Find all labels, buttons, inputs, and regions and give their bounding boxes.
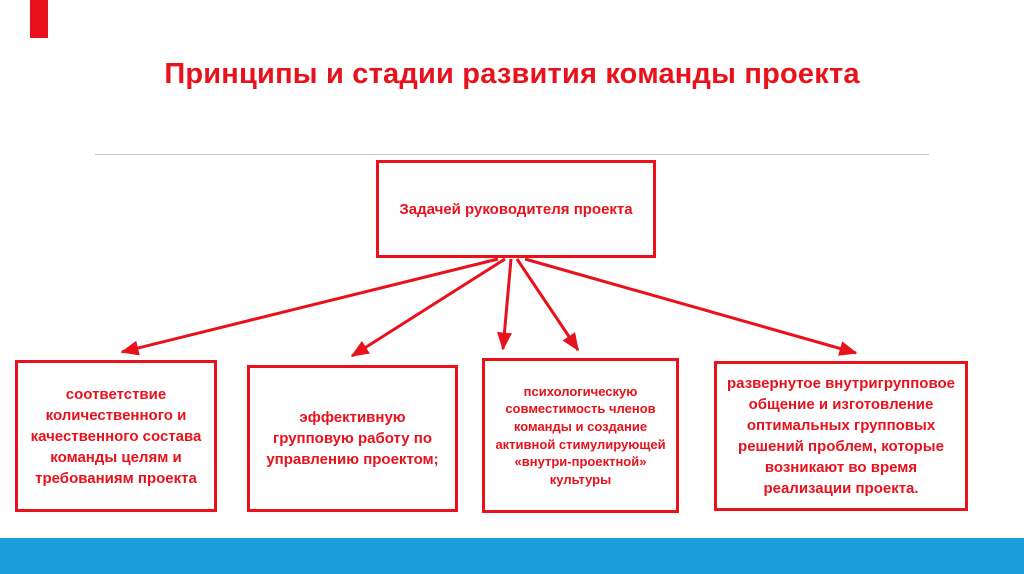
diagram-box-team-composition: соответствие количественного и качествен… [15, 360, 217, 512]
slide-title: Принципы и стадии развития команды проек… [164, 58, 860, 90]
diagram-root-box: Задачей руководителя проекта [376, 160, 656, 258]
diagram-box-label: эффективную групповую работу по управлен… [266, 409, 439, 468]
diagram-box-label: развернутое внутригрупповое общение и из… [727, 375, 955, 497]
diagram-box-psych-compatibility: психологическую совместимость членов ком… [482, 358, 679, 513]
arrow-to-box-1 [120, 257, 499, 356]
diagram-box-intragroup-communication: развернутое внутригрупповое общение и из… [714, 361, 968, 511]
diagram-box-label: соответствие количественного и качествен… [30, 385, 202, 487]
bottom-accent-bar [0, 538, 1024, 574]
diagram-box-group-work: эффективную групповую работу по управлен… [247, 365, 458, 512]
arrow-to-box-2 [350, 257, 506, 358]
arrow-to-box-3-center [515, 258, 580, 352]
arrow-to-box-3-left [496, 258, 513, 351]
diagram-root-box-label: Задачей руководителя проекта [399, 200, 633, 218]
diagram-box-label: психологическую совместимость членов ком… [495, 383, 666, 487]
title-divider [95, 154, 929, 155]
corner-accent-bar [30, 0, 48, 38]
arrow-to-box-4 [524, 257, 858, 356]
